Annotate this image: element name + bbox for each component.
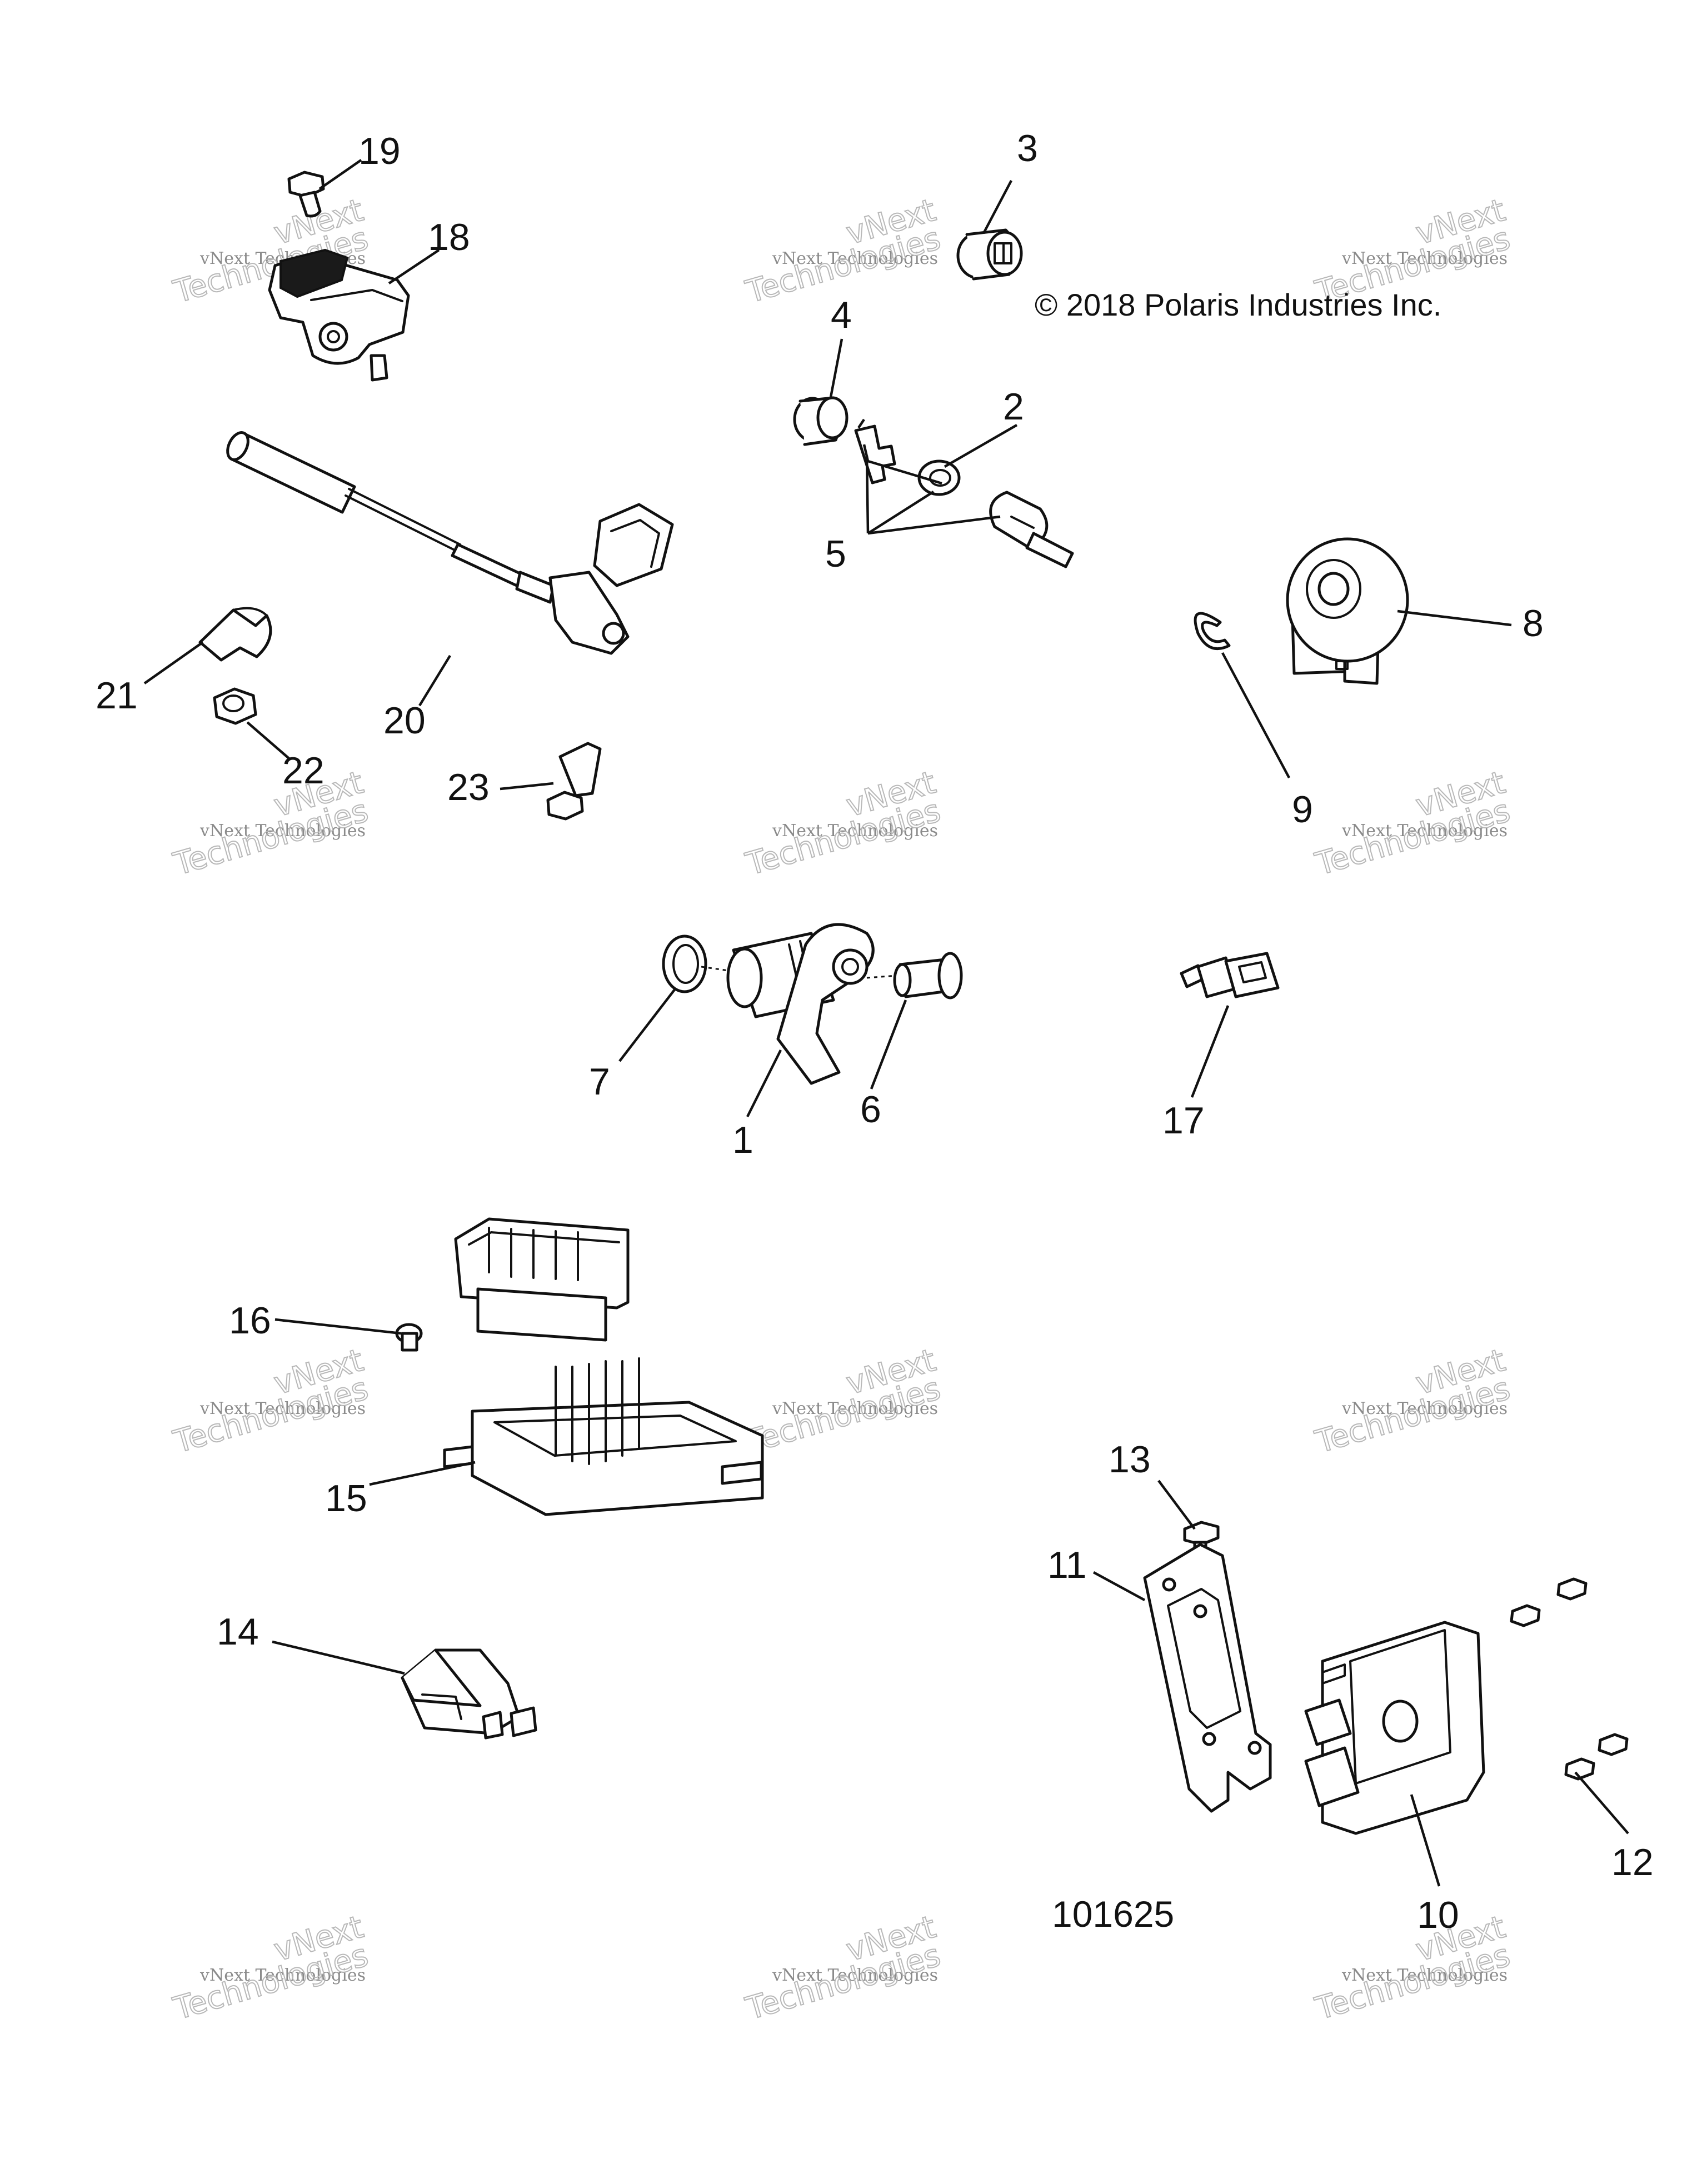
- part-11-bracket[interactable]: [1143, 1543, 1272, 1813]
- watermark-text: vNext Technologies: [1341, 1966, 1508, 1985]
- callout-18: 18: [428, 216, 470, 258]
- callout-7: 7: [589, 1061, 610, 1103]
- leader-13: [1157, 1480, 1196, 1530]
- watermark-text: vNext Technologies: [199, 821, 366, 841]
- callout-20: 20: [383, 699, 426, 742]
- leader-5a: [857, 418, 865, 429]
- watermark-text: vNext Technologies: [1341, 249, 1508, 268]
- part-10-ecu[interactable]: [1304, 1621, 1485, 1835]
- callout-6: 6: [860, 1088, 881, 1131]
- part-22-nut[interactable]: [213, 687, 257, 725]
- part-4-cap[interactable]: [793, 396, 848, 446]
- leader-12: [1574, 1771, 1629, 1835]
- leader-19: [318, 159, 362, 190]
- part-5-switch-kit[interactable]: [854, 424, 1074, 568]
- watermark: vNext vNext Technologies Technologies: [169, 764, 373, 883]
- watermark-text: vNext Technologies: [772, 249, 938, 268]
- callout-11: 11: [1047, 1544, 1087, 1586]
- part-8-knock-sensor[interactable]: [1286, 537, 1409, 685]
- watermark-text: vNext Technologies: [199, 1966, 366, 1985]
- leader-1: [746, 1049, 782, 1118]
- watermark: vNext vNext Technologies Technologies: [1311, 1908, 1515, 2028]
- watermarks: vNext vNext Technologies Technologies vN…: [169, 192, 1515, 2028]
- watermark-text: vNext Technologies: [1341, 821, 1508, 841]
- watermark: vNext vNext Technologies Technologies: [169, 1908, 373, 2028]
- part-6-bolt[interactable]: [866, 952, 963, 999]
- copyright-notice: © 2018 Polaris Industries Inc.: [1035, 287, 1441, 322]
- part-7-o-ring[interactable]: [662, 934, 707, 993]
- leader-15: [369, 1461, 476, 1486]
- callout-19: 19: [358, 130, 401, 172]
- callout-2: 2: [1003, 386, 1024, 428]
- leader-5b: [865, 455, 870, 534]
- leader-21: [143, 641, 204, 684]
- leader-16: [274, 1318, 402, 1335]
- leader-6: [870, 999, 907, 1089]
- callout-22: 22: [282, 749, 325, 792]
- callout-8: 8: [1523, 602, 1544, 644]
- leader-5d: [867, 515, 1001, 535]
- leader-14: [272, 1640, 405, 1675]
- part-1-cam-sensor[interactable]: [701, 923, 875, 1085]
- leader-3: [982, 179, 1012, 234]
- leader-23: [500, 782, 554, 791]
- leader-9: [1221, 652, 1290, 779]
- watermark-text: vNext Technologies: [199, 1399, 366, 1418]
- leader-lines: [143, 159, 1629, 1887]
- leader-4: [829, 338, 843, 398]
- part-14-switch[interactable]: [401, 1648, 537, 1740]
- leader-5c: [867, 491, 935, 534]
- watermark: vNext vNext Technologies Technologies: [169, 1342, 373, 1461]
- callout-13: 13: [1109, 1438, 1151, 1481]
- diagram-reference-number: 101625: [1052, 1893, 1174, 1935]
- watermark-text: vNext Technologies: [772, 821, 938, 841]
- part-18-map-sensor[interactable]: [268, 248, 410, 382]
- part-19-bolt[interactable]: [287, 171, 325, 218]
- watermark: vNext vNext Technologies Technologies: [741, 764, 945, 883]
- watermark: vNext vNext Technologies Technologies: [741, 192, 945, 311]
- leader-8: [1397, 609, 1512, 627]
- leader-11: [1092, 1571, 1146, 1601]
- watermark-text: vNext Technologies: [772, 1966, 938, 1985]
- leader-22: [246, 721, 290, 759]
- part-15-module[interactable]: [443, 1217, 764, 1516]
- callout-4: 4: [831, 294, 852, 336]
- watermark-text: vNext Technologies: [1341, 1399, 1508, 1418]
- callout-3: 3: [1017, 127, 1038, 169]
- callout-23: 23: [447, 766, 490, 808]
- part-3-cap[interactable]: [956, 228, 1023, 281]
- callout-9: 9: [1292, 788, 1313, 831]
- callout-16: 16: [229, 1300, 271, 1342]
- callout-14: 14: [217, 1611, 259, 1653]
- part-16-screw[interactable]: [395, 1323, 423, 1352]
- callout-21: 21: [96, 674, 138, 717]
- part-23-bolt[interactable]: [546, 742, 602, 821]
- watermark: vNext vNext Technologies Technologies: [741, 1908, 945, 2028]
- callout-1: 1: [732, 1119, 753, 1161]
- watermark: vNext vNext Technologies Technologies: [1311, 1342, 1515, 1461]
- part-17-temp-sensor[interactable]: [1180, 952, 1280, 998]
- callout-10: 10: [1417, 1894, 1459, 1936]
- callout-5: 5: [825, 533, 846, 575]
- leader-7: [618, 988, 676, 1062]
- leader-2: [944, 424, 1018, 468]
- callout-15: 15: [325, 1477, 367, 1520]
- callout-12: 12: [1611, 1841, 1654, 1883]
- part-12-screws[interactable]: [1510, 1577, 1629, 1781]
- part-20-speed-sensor[interactable]: [223, 429, 674, 655]
- part-21-p-clip[interactable]: [198, 607, 272, 662]
- leader-18: [388, 249, 440, 284]
- leader-17: [1190, 1005, 1230, 1098]
- watermark-text: vNext Technologies: [772, 1399, 938, 1418]
- callouts: 19 18 3 4 2 5 8 9 21 20 22 23 7 1 6 17 1…: [96, 127, 1654, 1936]
- callout-17: 17: [1162, 1100, 1205, 1142]
- watermark: vNext vNext Technologies Technologies: [741, 1342, 945, 1461]
- part-9-e-clip[interactable]: [1194, 612, 1231, 651]
- leader-10: [1410, 1794, 1441, 1887]
- watermark: vNext vNext Technologies Technologies: [1311, 764, 1515, 883]
- leader-20: [418, 654, 451, 707]
